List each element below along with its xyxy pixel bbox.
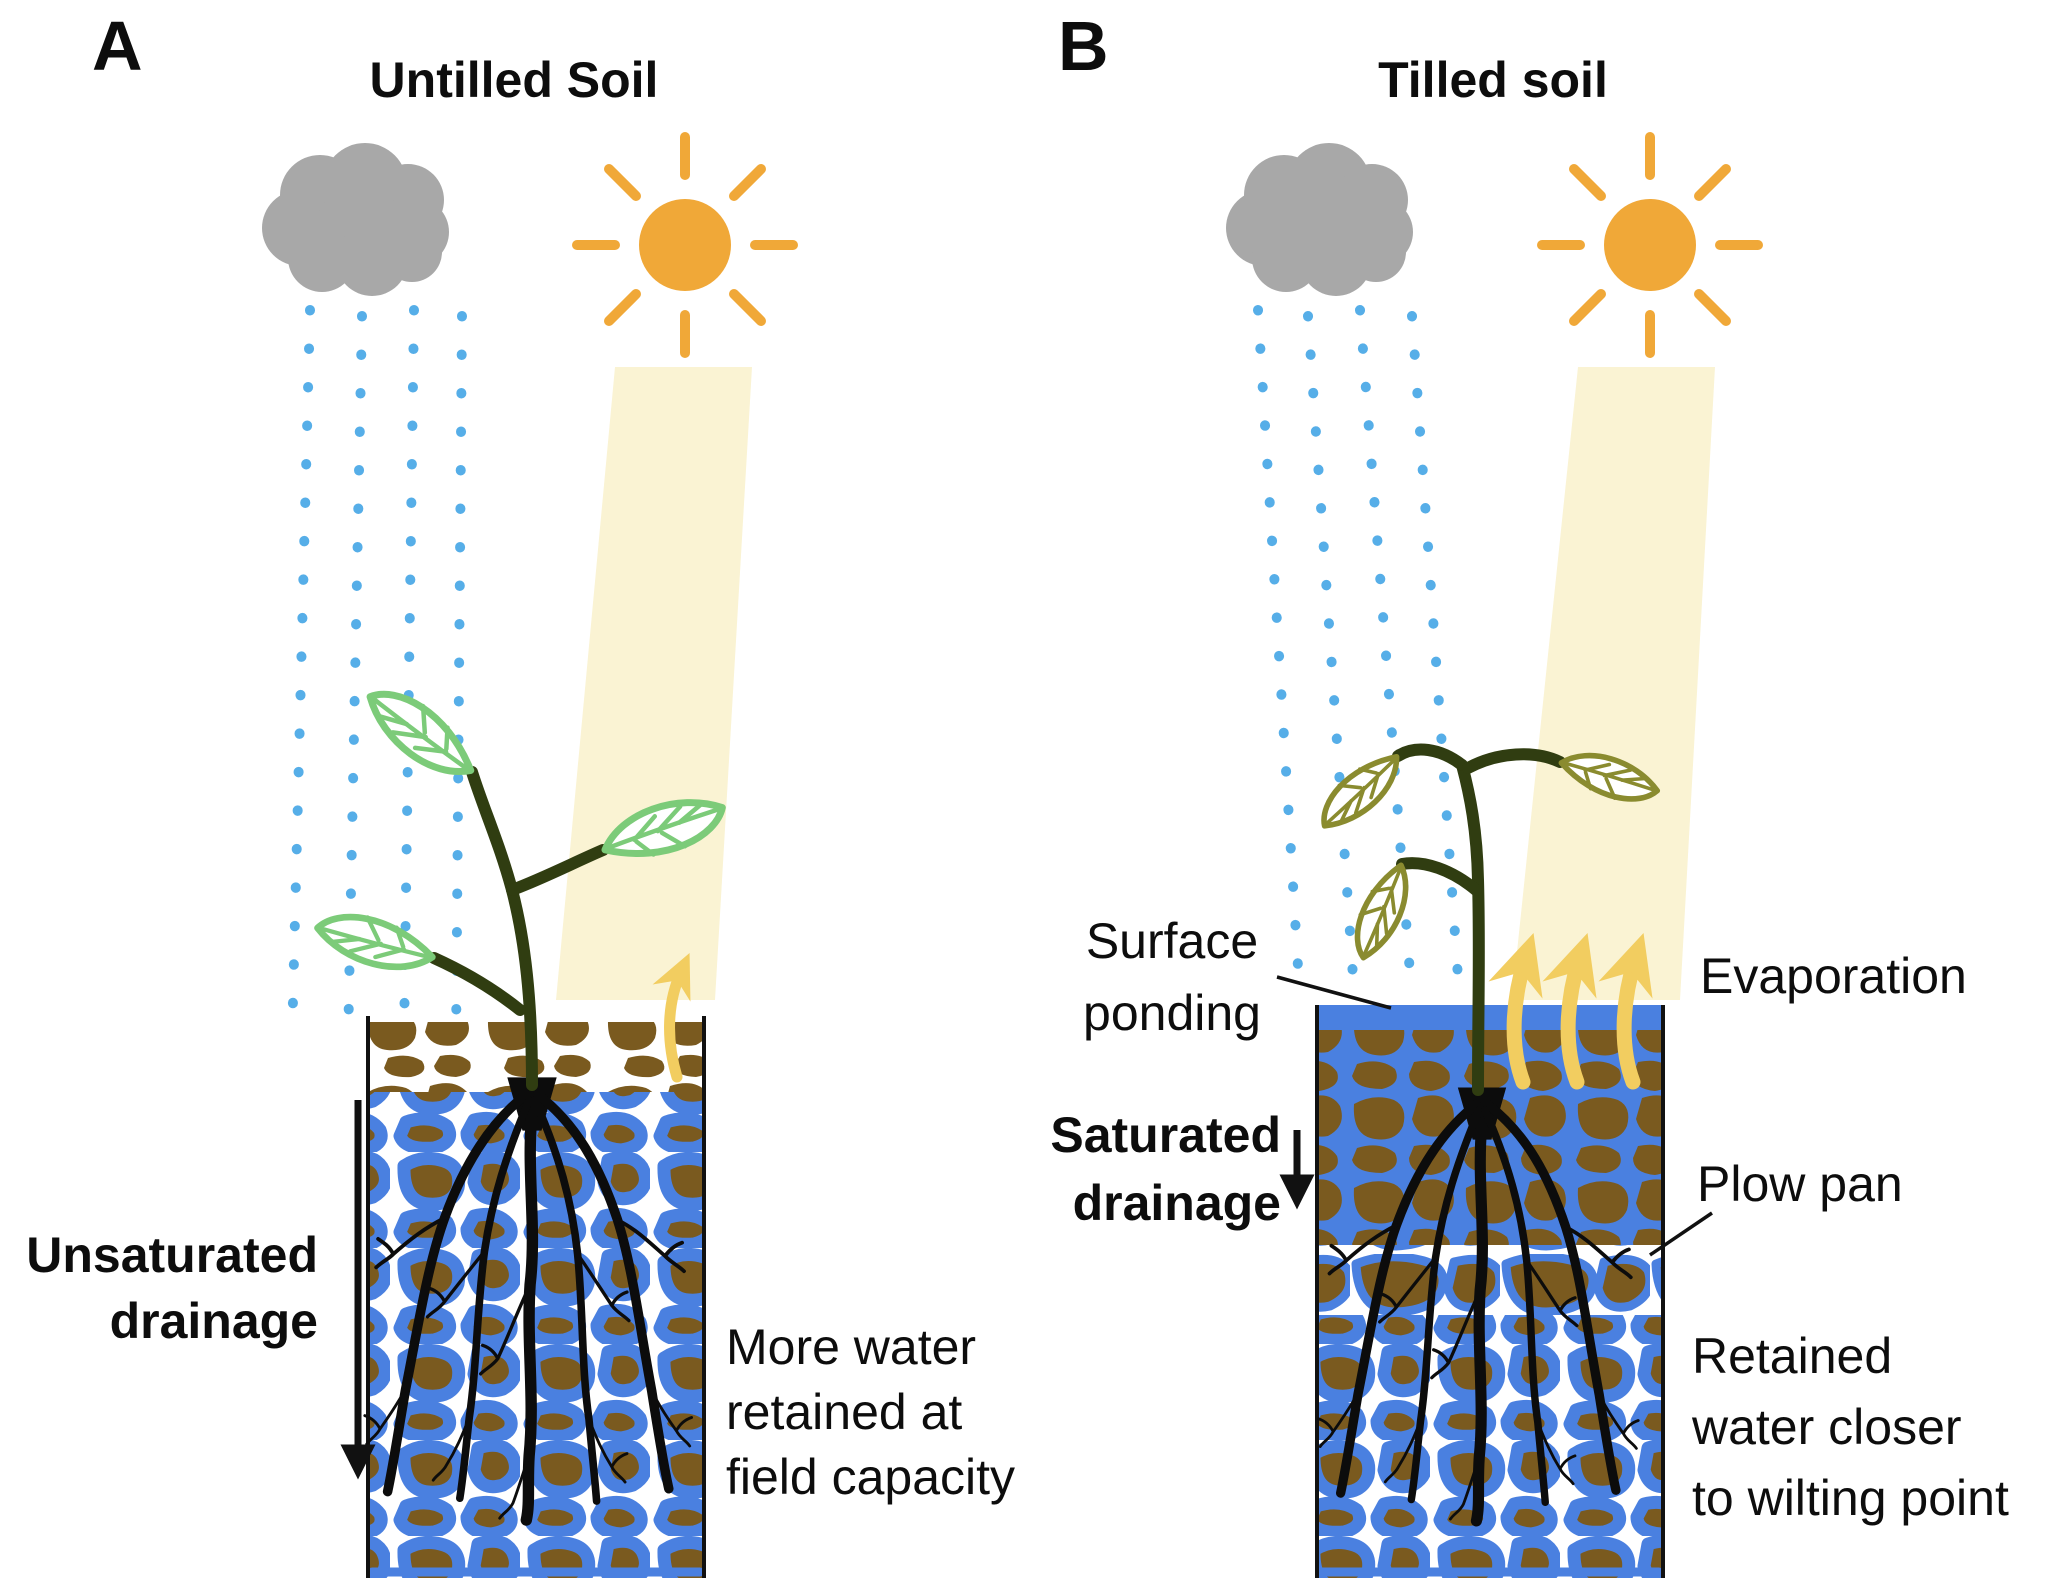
svg-text:water closer: water closer bbox=[1691, 1399, 1962, 1455]
rain-cloud-icon-a bbox=[262, 143, 449, 296]
svg-text:drainage: drainage bbox=[110, 1293, 318, 1349]
green-leaf-icon bbox=[314, 893, 436, 991]
svg-text:Unsaturated: Unsaturated bbox=[26, 1227, 318, 1283]
surface-ponding-label: Surface ponding bbox=[1083, 913, 1261, 1041]
evaporation-arrows-b bbox=[1488, 932, 1653, 1090]
soil-column-b bbox=[1315, 1005, 1665, 1578]
evaporation-arrow-a bbox=[652, 953, 691, 1083]
svg-text:Saturated: Saturated bbox=[1050, 1107, 1281, 1163]
sunlight-beam-a bbox=[556, 367, 752, 1000]
saturated-drainage-label: Saturated drainage bbox=[1050, 1107, 1281, 1231]
sun-icon-a bbox=[577, 137, 793, 353]
svg-text:More water: More water bbox=[726, 1319, 976, 1375]
wilting-point-label: Retained water closer to wilting point bbox=[1691, 1328, 2009, 1526]
panel-a-letter: A bbox=[92, 7, 143, 85]
panel-a: A Untilled Soil bbox=[26, 7, 1015, 1578]
svg-text:field capacity: field capacity bbox=[726, 1449, 1015, 1505]
rainfall-b bbox=[1253, 305, 1465, 1011]
svg-text:retained at: retained at bbox=[726, 1384, 962, 1440]
field-capacity-label: More water retained at field capacity bbox=[726, 1319, 1015, 1505]
evaporation-label: Evaporation bbox=[1700, 948, 1967, 1004]
panel-b-title: Tilled soil bbox=[1378, 52, 1608, 108]
plow-pan-pointer-line bbox=[1649, 1211, 1713, 1257]
svg-text:drainage: drainage bbox=[1073, 1175, 1281, 1231]
panel-b-letter: B bbox=[1058, 7, 1109, 85]
rain-cloud-icon-b bbox=[1226, 143, 1413, 296]
plow-pan-label: Plow pan bbox=[1697, 1156, 1903, 1212]
wilted-leaf-icon bbox=[1337, 861, 1427, 961]
panel-b: B Tilled soil bbox=[1050, 7, 2009, 1578]
surface-ponding-pointer-line bbox=[1276, 975, 1392, 1010]
sun-icon-b bbox=[1542, 137, 1758, 353]
wilted-leaf-icon bbox=[1309, 751, 1412, 831]
svg-text:Retained: Retained bbox=[1692, 1328, 1892, 1384]
plant-wilted bbox=[1309, 735, 1661, 1096]
plow-pan-layer bbox=[1317, 1245, 1663, 1315]
sunlight-beam-b bbox=[1512, 367, 1715, 1000]
svg-text:ponding: ponding bbox=[1083, 985, 1261, 1041]
panel-a-title: Untilled Soil bbox=[370, 52, 659, 108]
plant-healthy bbox=[314, 671, 725, 1091]
unsaturated-drainage-label: Unsaturated drainage bbox=[26, 1227, 318, 1349]
svg-text:to wilting point: to wilting point bbox=[1692, 1470, 2009, 1526]
svg-text:Surface: Surface bbox=[1086, 913, 1258, 969]
